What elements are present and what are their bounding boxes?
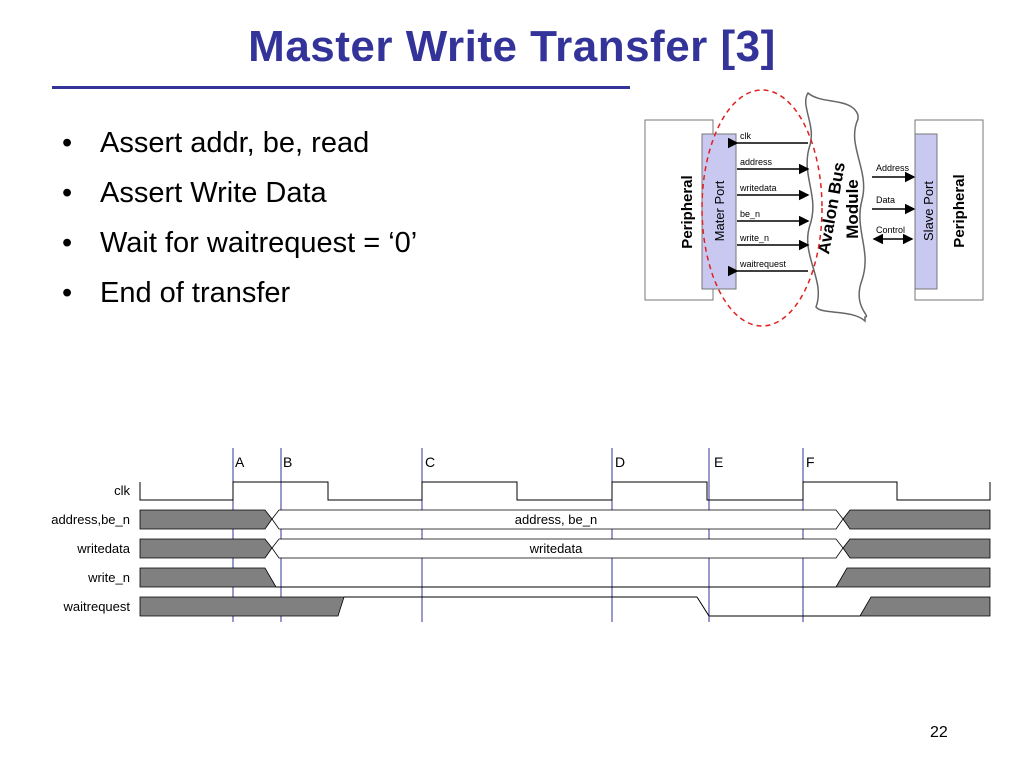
master-signals: clk address writedata be_n write_n waitr… <box>728 131 810 277</box>
signal-name: waitrequest <box>63 599 131 614</box>
write-n-waveform <box>139 567 991 588</box>
bullet-item: Assert addr, be, read <box>58 118 417 168</box>
marker-lines <box>232 448 804 622</box>
timing-diagram: A B C D E F clk address,be_n writedata w… <box>51 448 991 622</box>
highlight-ellipse <box>701 89 823 327</box>
slide-title: Master Write Transfer [3] <box>248 22 776 71</box>
signal-label: Address <box>876 163 910 173</box>
bullet-item: Wait for waitrequest = ‘0’ <box>58 218 417 268</box>
marker-label: F <box>806 454 815 470</box>
marker-label: D <box>615 454 625 470</box>
clk-waveform <box>139 481 991 501</box>
title-underline <box>52 86 630 89</box>
waitrequest-waveform <box>139 596 991 617</box>
bullet-item: Assert Write Data <box>58 168 417 218</box>
address-waveform: address, be_n <box>139 509 991 530</box>
signal-label: Control <box>876 225 905 235</box>
slave-port-label: Slave Port <box>921 181 936 241</box>
signal-label: be_n <box>740 209 760 219</box>
avalon-block-diagram: Peripheral Mater Port Avalon Bus Module … <box>644 89 984 327</box>
slave-signals: Address Data Control <box>872 163 916 245</box>
signal-label: write_n <box>739 233 769 243</box>
signal-label: clk <box>740 131 751 141</box>
signal-label: waitrequest <box>739 259 787 269</box>
bullet-item: End of transfer <box>58 268 417 318</box>
master-port-label: Mater Port <box>712 180 727 241</box>
bus-value-label: address, be_n <box>515 512 597 527</box>
signal-label: Data <box>876 195 895 205</box>
signal-label: writedata <box>739 183 777 193</box>
marker-label: C <box>425 454 435 470</box>
left-peripheral-label: Peripheral <box>679 175 696 248</box>
avalon-bus-module-shape <box>805 91 868 323</box>
signal-name: writedata <box>76 541 131 556</box>
bus-value-label: writedata <box>529 541 584 556</box>
slave-port-box <box>914 133 938 290</box>
signal-label: address <box>740 157 773 167</box>
marker-labels: A B C D E F <box>235 454 815 470</box>
bus-label-line2: Module <box>843 179 862 239</box>
marker-label: A <box>235 454 245 470</box>
marker-label: E <box>714 454 723 470</box>
marker-label: B <box>283 454 292 470</box>
signal-name: write_n <box>87 570 130 585</box>
writedata-waveform: writedata <box>139 538 991 559</box>
signal-name: clk <box>114 483 130 498</box>
page-number: 22 <box>930 724 948 741</box>
right-peripheral-label: Peripheral <box>951 174 968 247</box>
signal-name: address,be_n <box>51 512 130 527</box>
signal-names: clk address,be_n writedata write_n waitr… <box>51 483 131 614</box>
bullet-list: Assert addr, be, read Assert Write Data … <box>58 118 417 318</box>
